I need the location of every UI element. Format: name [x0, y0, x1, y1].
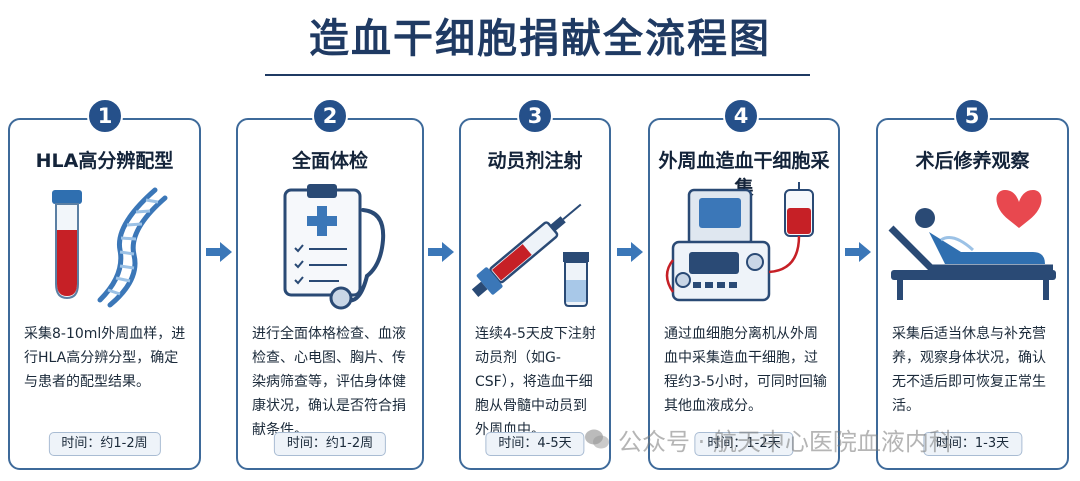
step-title: HLA高分辨配型: [35, 150, 174, 172]
step-description: 进行全面体格检查、血液检查、心电图、胸片、传染病筛查等，评估身体健康状况，确认是…: [252, 326, 406, 438]
step-title: 术后修养观察: [915, 150, 1030, 172]
page-title: 造血干细胞捐献全流程图: [309, 16, 771, 62]
syringe-vial-icon: [461, 180, 609, 315]
step-badge-5: 5: [954, 98, 990, 134]
step-card-4: 外周血造血干细胞采集 通过血细胞分离机从外周血中采集造血干细胞，过程约3-5小时…: [648, 118, 840, 470]
step-time: 时间：约1-2周: [273, 432, 387, 456]
step-card-3: 动员剂注射 连续4-5天皮下注射动员剂（如G-CSF），将造血干细胞从骨髓中动员…: [459, 118, 611, 470]
title-divider: [265, 74, 810, 76]
test-tube-dna-icon: [10, 180, 199, 315]
step-time: 时间：4-5天: [485, 432, 585, 456]
step-card-2: 全面体检 进行全面体格检查、血液检查、心电图、胸片、传染病筛查等，评估身体健康状…: [236, 118, 424, 470]
step-badge-2: 2: [312, 98, 348, 134]
wechat-icon: [585, 429, 609, 449]
step-card-1: HLA高分辨配型 采集8-10ml外周血样，进行HLA高分辨分型，确定与患者的配…: [8, 118, 201, 470]
arrow-right-icon: [428, 242, 454, 262]
step-time: 时间：约1-2周: [48, 432, 161, 456]
step-description: 采集8-10ml外周血样，进行HLA高分辨分型，确定与患者的配型结果。: [24, 326, 186, 390]
step-time: 时间：1-2天: [694, 432, 794, 456]
bed-heart-icon: [878, 180, 1067, 315]
step-description: 通过血细胞分离机从外周血中采集造血干细胞，过程约3-5小时，可同时回输其他血液成…: [664, 326, 827, 414]
apheresis-machine-icon: [650, 180, 838, 315]
watermark-text: 公众号 · 航天中心医院血液内科: [618, 427, 953, 456]
step-badge-4: 4: [723, 98, 759, 134]
arrow-right-icon: [845, 242, 871, 262]
step-time: 时间：1-3天: [922, 432, 1023, 456]
step-badge-1: 1: [87, 98, 123, 134]
watermark: 公众号 · 航天中心医院血液内科: [584, 424, 953, 456]
step-card-5: 术后修养观察 采集后适当休息与补充营养，观察身体状况，确认无不适后即可恢复正常生…: [876, 118, 1069, 470]
clipboard-stethoscope-icon: [238, 180, 422, 315]
step-title: 全面体检: [291, 150, 368, 172]
step-title: 动员剂注射: [487, 150, 583, 172]
arrow-right-icon: [206, 242, 232, 262]
step-badge-3: 3: [517, 98, 553, 134]
step-description: 连续4-5天皮下注射动员剂（如G-CSF），将造血干细胞从骨髓中动员到外周血中。: [475, 326, 596, 438]
arrow-right-icon: [617, 242, 643, 262]
step-description: 采集后适当休息与补充营养，观察身体状况，确认无不适后即可恢复正常生活。: [892, 326, 1046, 414]
